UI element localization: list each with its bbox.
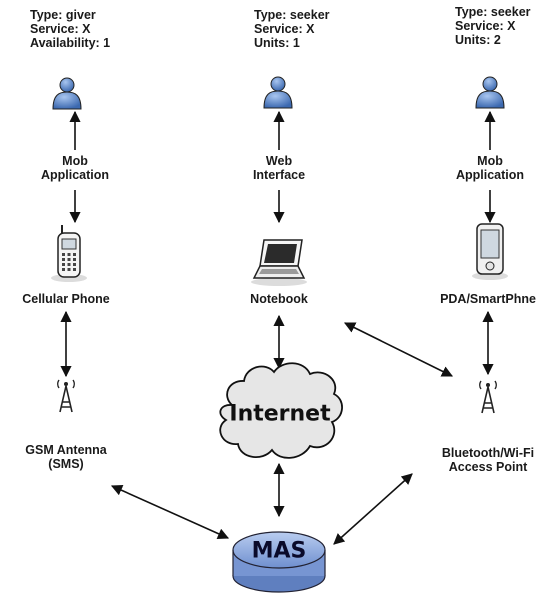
interface-3-line1: Mob — [477, 154, 503, 168]
user-icon-1 — [52, 77, 82, 110]
user-3-units: Units: 2 — [455, 33, 501, 47]
user-1-availability: Availability: 1 — [30, 36, 111, 50]
interface-2-line1: Web — [265, 154, 293, 168]
gsm-line2: (SMS) — [48, 457, 84, 471]
interface-1-line1: Mob — [62, 154, 88, 168]
internet-label: Internet — [229, 401, 331, 427]
arrows — [60, 110, 496, 545]
user-3-attributes: Type: seeker Service: X Units: 2 — [455, 5, 531, 47]
access-label-accesspoint: Bluetooth/Wi-Fi Access Point — [442, 446, 534, 474]
user-1-type: Type: giver — [30, 8, 96, 22]
user-2-service: Service: X — [254, 22, 315, 36]
arrow-gsm-mas — [110, 485, 230, 539]
cellphone-icon — [51, 225, 87, 282]
accesspoint-line1: Bluetooth/Wi-Fi — [441, 446, 535, 460]
interface-label-3: Mob Application — [456, 154, 524, 182]
user-icon-3 — [475, 76, 505, 109]
device-label-pda: PDA/SmartPhne — [440, 292, 536, 306]
user-1-service: Service: X — [30, 22, 91, 36]
interface-1-line2: Application — [40, 168, 110, 182]
interface-2-line2: Interface — [252, 168, 306, 182]
user-2-type: Type: seeker — [254, 8, 330, 22]
user-2-attributes: Type: seeker Service: X Units: 1 — [254, 8, 330, 50]
antenna-icon-gsm — [57, 379, 75, 413]
antenna-icon-accesspoint — [479, 380, 497, 414]
arrow-accesspoint-mas — [333, 473, 413, 545]
mas-label: MAS — [251, 538, 307, 564]
access-label-gsm: GSM Antenna (SMS) — [25, 443, 106, 471]
accesspoint-line2: Access Point — [448, 460, 528, 474]
notebook-icon — [251, 239, 307, 286]
interface-label-1: Mob Application — [41, 154, 109, 182]
user-1-attributes: Type: giver Service: X Availability: 1 — [30, 8, 110, 50]
user-2-units: Units: 1 — [254, 36, 300, 50]
interface-3-line2: Application — [455, 168, 525, 182]
user-3-type: Type: seeker — [455, 5, 531, 19]
interface-label-2: Web Interface — [253, 154, 305, 182]
device-label-cellular-phone: Cellular Phone — [22, 292, 110, 306]
user-icon-2 — [263, 76, 293, 109]
device-label-notebook: Notebook — [250, 292, 308, 306]
arrow-notebook-accesspoint — [343, 322, 454, 377]
user-3-service: Service: X — [455, 19, 516, 33]
cloud-icon — [219, 362, 343, 459]
pda-icon — [472, 223, 508, 280]
server-disk-icon — [232, 531, 326, 593]
gsm-line1: GSM Antenna — [25, 443, 107, 457]
